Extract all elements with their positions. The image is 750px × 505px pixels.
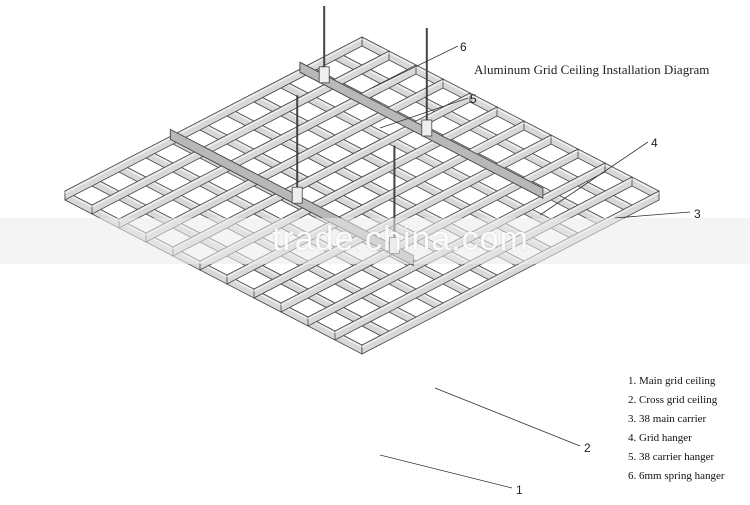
main-grid-strip-highlight (91, 52, 390, 208)
watermark-text: trade.china.com (272, 220, 529, 258)
callout-5: 5 (470, 92, 477, 106)
diagram-title: Aluminum Grid Ceiling Installation Diagr… (474, 62, 710, 77)
main-grid-strip-highlight (253, 136, 552, 292)
cross-grid-strip-highlight (361, 38, 660, 194)
watermark-band: trade.china.com (0, 218, 750, 264)
main-grid-strip-highlight (118, 66, 417, 222)
main-grid-strip-highlight (145, 80, 444, 236)
carrier-hanger (318, 66, 330, 84)
callout-3: 3 (694, 207, 701, 221)
callout-2: 2 (584, 441, 591, 455)
legend-item-4: 4. Grid hanger (628, 432, 692, 444)
leader-line (539, 141, 649, 216)
callout-1: 1 (516, 483, 523, 497)
leader-line (434, 387, 581, 447)
legend-item-3: 3. 38 main carrier (628, 413, 707, 425)
callout-4: 4 (651, 136, 658, 150)
leader-line (614, 211, 691, 219)
legend-item-5: 5. 38 carrier hanger (628, 451, 715, 463)
leader-line (371, 45, 459, 89)
callout-6: 6 (460, 40, 467, 54)
legend-item-1: 1. Main grid ceiling (628, 375, 716, 387)
leader-line (379, 97, 469, 129)
legend-item-2: 2. Cross grid ceiling (628, 394, 718, 406)
legend: 1. Main grid ceiling 2. Cross grid ceili… (628, 372, 725, 486)
carrier-hanger (291, 186, 303, 204)
carrier-hanger (421, 119, 433, 137)
legend-item-6: 6. 6mm spring hanger (628, 470, 725, 482)
leader-line (379, 454, 513, 489)
main-grid-strip-highlight (64, 38, 363, 194)
